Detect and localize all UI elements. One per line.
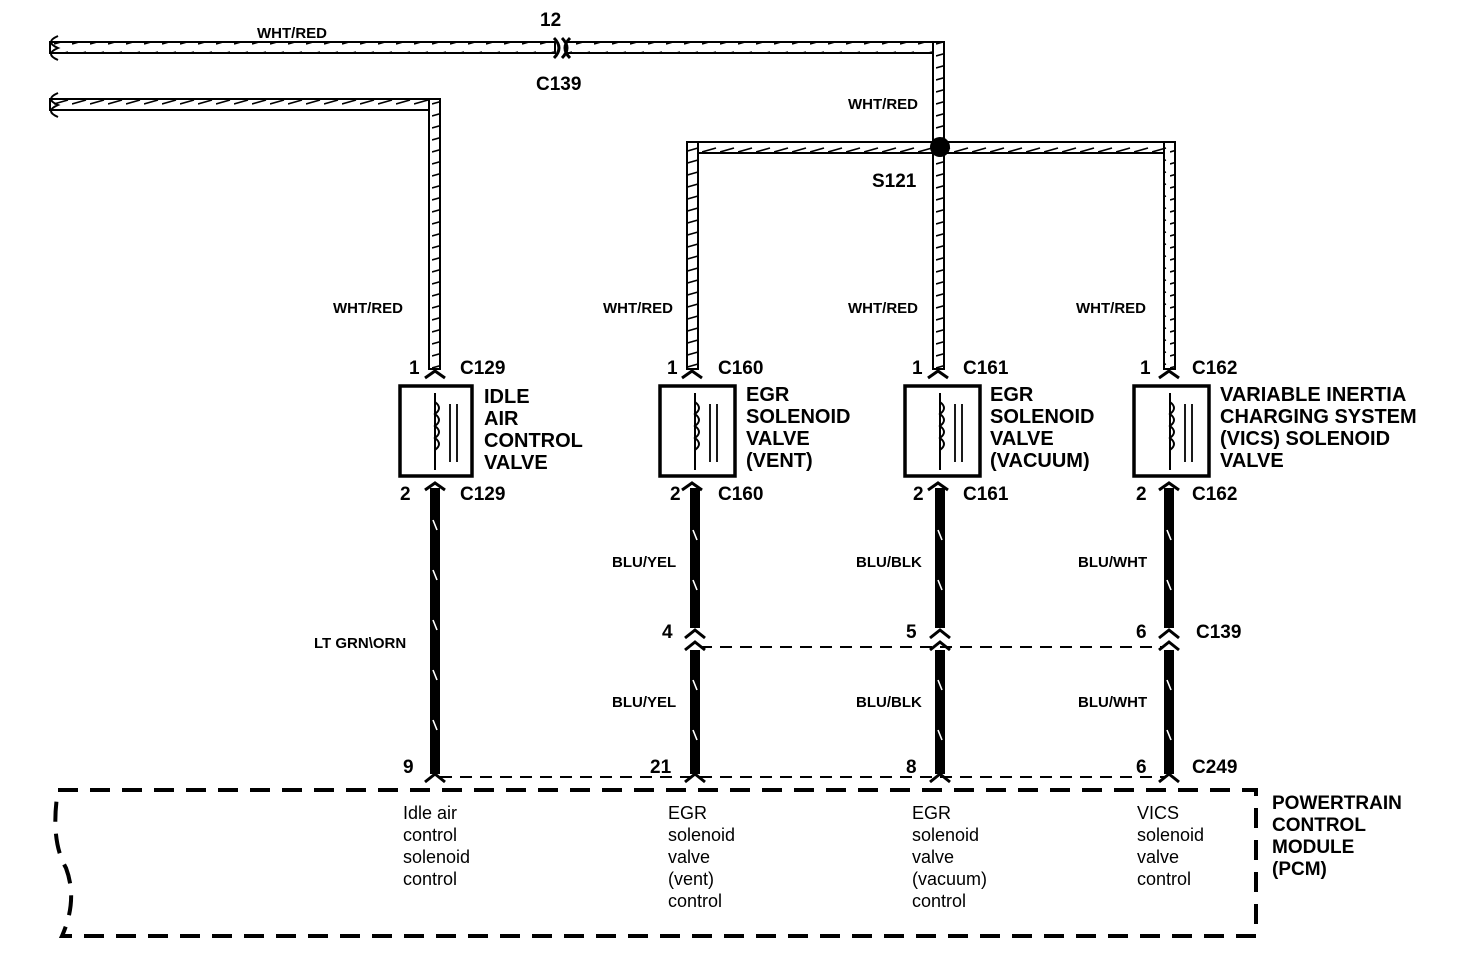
egr-vacuum-connector-top: C161 (963, 358, 1009, 379)
iac-connector-top: C129 (460, 358, 505, 379)
egr-vent-name-line3: VALVE (746, 428, 810, 450)
pcm-module-outline (53, 788, 1258, 938)
egr-vacuum-pcm-line5: control (912, 891, 966, 911)
egr-vacuum-pin-in: 1 (912, 358, 923, 379)
egr-vacuum-pin-out: 2 (913, 484, 924, 505)
egr-vacuum-name-line2: SOLENOID (990, 406, 1094, 428)
vics-name-line4: VALVE (1220, 450, 1284, 472)
wire-break-icon (50, 35, 61, 61)
vics-signal-wire-color-lower: BLU/WHT (1078, 694, 1147, 711)
iac-name-line3: CONTROL (484, 430, 583, 452)
pcm-title-line1: POWERTRAIN (1272, 793, 1402, 814)
egr-vacuum-pcm-line1: EGR (912, 803, 951, 823)
vics-pcm-line1: VICS (1137, 803, 1179, 823)
iac-name-line1: IDLE (484, 386, 530, 408)
vics-pin-in: 1 (1140, 358, 1151, 379)
splice-wire-color: WHT/RED (848, 96, 918, 113)
feed-wire-color: WHT/RED (257, 25, 327, 42)
egr-vacuum-pcm-line3: valve (912, 847, 954, 867)
vics-connector-top: C162 (1192, 358, 1237, 379)
vics-pcm-line4: control (1137, 869, 1191, 889)
signal-wires (430, 488, 1174, 774)
iac-pcm-line1: Idle air (403, 803, 457, 823)
egr-vacuum-feed-wire-color: WHT/RED (848, 300, 918, 317)
c139-pin-label: 12 (540, 10, 561, 31)
vics-name-line1: VARIABLE INERTIA (1220, 384, 1406, 406)
vics-pcm-pin: 6 (1136, 757, 1147, 778)
iac-pcm-line3: solenoid (403, 847, 470, 867)
pcm-connector-c249: 9 21 8 6 C249 (403, 757, 1237, 784)
iac-pin-out: 2 (400, 484, 411, 505)
egr-vent-feed-wire-color: WHT/RED (603, 300, 673, 317)
iac-name-line4: VALVE (484, 452, 548, 474)
pcm-title: POWERTRAIN CONTROL MODULE (PCM) (1272, 793, 1402, 880)
egr-vent-pin-out: 2 (670, 484, 681, 505)
vics-feed-wire-color: WHT/RED (1076, 300, 1146, 317)
iac-signal-wire-color: LT GRN\ORN (314, 635, 406, 652)
egr-vent-name-line4: (VENT) (746, 450, 813, 472)
iac-name-line2: AIR (484, 408, 519, 430)
splice-dot (930, 137, 950, 157)
connector-c139-icon (552, 36, 572, 60)
splice-label: S121 (872, 171, 917, 192)
iac-feed-wire-color: WHT/RED (333, 300, 403, 317)
pcm-title-line3: MODULE (1272, 837, 1354, 858)
vics-signal-wire-color-upper: BLU/WHT (1078, 554, 1147, 571)
egr-vacuum-pcm-pin: 8 (906, 757, 917, 778)
egr-vacuum-name-line3: VALVE (990, 428, 1054, 450)
vics-solenoid-valve: 1 C162 VARIABLE INERTIA CHARGING SYSTEM … (1132, 358, 1417, 505)
top-harness-wire (49, 41, 1176, 370)
wire-break-icon (50, 92, 61, 118)
vics-c139-pin: 6 (1136, 622, 1147, 643)
iac-pcm-pin: 9 (403, 757, 414, 778)
egr-vent-pcm-line4: (vent) (668, 869, 714, 889)
egr-vent-pcm-pin: 21 (650, 757, 672, 778)
egr-vent-signal-wire-color-lower: BLU/YEL (612, 694, 676, 711)
egr-vacuum-signal-wire-color-lower: BLU/BLK (856, 694, 922, 711)
egr-vacuum-pcm-line4: (vacuum) (912, 869, 987, 889)
egr-vent-pin-in: 1 (667, 358, 678, 379)
iac-pcm-line4: control (403, 869, 457, 889)
vics-name-line3: (VICS) SOLENOID (1220, 428, 1390, 450)
egr-vent-name-line2: SOLENOID (746, 406, 850, 428)
egr-vacuum-name-line4: (VACUUM) (990, 450, 1090, 472)
pcm-function-labels: Idle air control solenoid control EGR so… (403, 803, 1204, 911)
egr-vacuum-pcm-line2: solenoid (912, 825, 979, 845)
vics-pcm-line3: valve (1137, 847, 1179, 867)
iac-pcm-line2: control (403, 825, 457, 845)
c139-connector-label: C139 (536, 74, 581, 95)
pcm-connector-label: C249 (1192, 757, 1237, 778)
egr-solenoid-valve-vacuum: 1 C161 EGR SOLENOID VALVE (VACUUM) 2 C16… (903, 358, 1094, 505)
egr-vent-pcm-line3: valve (668, 847, 710, 867)
egr-vent-pcm-line1: EGR (668, 803, 707, 823)
vics-connector-bottom: C162 (1192, 484, 1237, 505)
egr-vacuum-connector-bottom: C161 (963, 484, 1009, 505)
egr-vacuum-signal-wire-color-upper: BLU/BLK (856, 554, 922, 571)
iac-pin-in: 1 (409, 358, 420, 379)
pcm-title-line4: (PCM) (1272, 859, 1327, 880)
vics-pcm-line2: solenoid (1137, 825, 1204, 845)
mid-connector-c139: 4 5 6 C139 (662, 622, 1241, 652)
egr-solenoid-valve-vent: 1 C160 EGR SOLENOID VALVE (VENT) 2 C160 (658, 358, 850, 505)
iac-connector-bottom: C129 (460, 484, 505, 505)
egr-vent-name-line1: EGR (746, 384, 790, 406)
egr-vacuum-c139-pin: 5 (906, 622, 917, 643)
egr-vent-pcm-line2: solenoid (668, 825, 735, 845)
egr-vent-c139-pin: 4 (662, 622, 673, 643)
egr-vacuum-name-line1: EGR (990, 384, 1034, 406)
pcm-title-line2: CONTROL (1272, 815, 1366, 836)
egr-vent-signal-wire-color-upper: BLU/YEL (612, 554, 676, 571)
vics-pin-out: 2 (1136, 484, 1147, 505)
idle-air-control-valve: 1 C129 IDLE AIR CONTROL VALVE 2 C129 (398, 358, 583, 505)
egr-vent-connector-bottom: C160 (718, 484, 763, 505)
mid-connector-label: C139 (1196, 622, 1241, 643)
egr-vent-pcm-line5: control (668, 891, 722, 911)
egr-vent-connector-top: C160 (718, 358, 763, 379)
vics-name-line2: CHARGING SYSTEM (1220, 406, 1417, 428)
